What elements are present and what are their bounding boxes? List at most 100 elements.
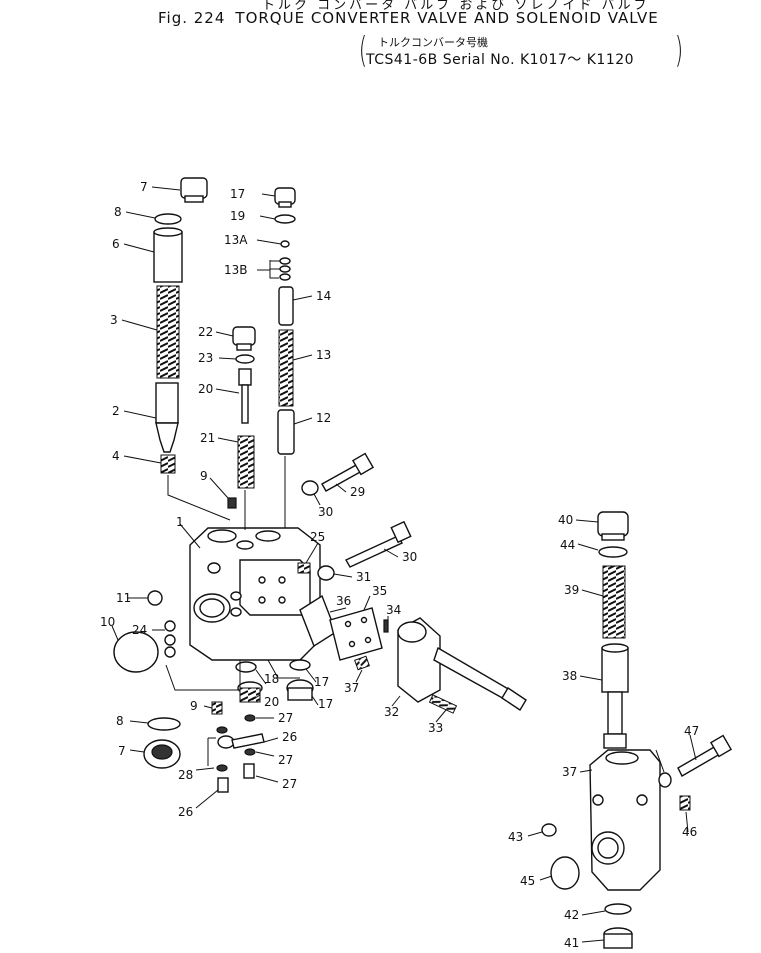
callout-42: 42: [564, 908, 579, 922]
part-10-o-ring: [113, 631, 159, 673]
callout-12: 12: [316, 411, 331, 425]
callout-31: 32: [384, 705, 399, 719]
part-29-bolt: [345, 520, 412, 568]
callout-35: 36: [336, 594, 351, 608]
callout-11: 11: [116, 591, 131, 605]
callout-23: 24: [132, 623, 147, 637]
callout-8-upper: 8: [114, 205, 122, 219]
part-3-spring: [156, 285, 180, 379]
callout-18: 20: [198, 382, 213, 396]
callout-33: 34: [386, 603, 401, 617]
callout-34: 35: [372, 584, 387, 598]
callout-17-top: 19: [230, 209, 245, 223]
part-30-washer-upper: [301, 480, 319, 496]
part-27-washer-b: [216, 764, 228, 772]
callout-2: 2: [112, 404, 120, 418]
part-6-plug: [180, 177, 208, 203]
callout-1: 1: [176, 515, 184, 529]
part-24-plug: [297, 562, 311, 574]
callout-17-left: 18: [264, 672, 279, 686]
serial-range: TCS41-6B Serial No. K1017～ K1120: [366, 52, 635, 68]
callout-13a: 13A: [224, 233, 248, 247]
part-7-plug: [143, 739, 181, 769]
part-31-solenoid: [397, 617, 527, 711]
callout-10: 10: [100, 615, 115, 629]
part-4-plug: [160, 454, 176, 474]
part-36-bolt: [354, 655, 370, 671]
part-13b-shims: [279, 257, 291, 281]
callout-14: 14: [316, 289, 331, 303]
part-42-o-ring: [604, 903, 632, 915]
callout-labels: 7 8 6 3 2 4 17 19 13A 13B 14 13 12 22 23…: [100, 180, 699, 950]
part-23-rings: [164, 620, 176, 658]
part-45-plug: [679, 795, 691, 811]
callout-4: 4: [112, 449, 120, 463]
part-9-plug-upper: [227, 497, 237, 509]
callout-30-lower: 31: [356, 570, 371, 584]
callout-13b: 13B: [224, 263, 248, 277]
callout-9-lower: 9: [190, 699, 198, 713]
part-33-pin: [383, 619, 389, 633]
part-15-plug: [274, 187, 296, 208]
callout-44-lower: 45: [520, 874, 535, 888]
callout-36: 37: [344, 681, 359, 695]
part-44-o-ring-upper: [598, 546, 628, 558]
part-2-valve-spool: [155, 382, 179, 453]
part-26-bolt-left: [217, 777, 229, 793]
part-20-plug: [237, 681, 263, 703]
part-18-pin: [238, 368, 252, 424]
right-parenthesis: ): [674, 30, 684, 71]
callout-20: 20: [264, 695, 279, 709]
part-8-o-ring-lower: [147, 717, 181, 731]
japanese-subtitle: トルクコンバータ号機: [378, 36, 488, 49]
part-5-sleeve: [153, 227, 183, 283]
part-1-valve-body: [189, 527, 321, 661]
figure-number: Fig. 224: [158, 9, 226, 27]
part-27-washer-a: [244, 714, 256, 722]
part-19-spring: [237, 435, 255, 489]
callout-39: 39: [564, 583, 579, 597]
figure-title-text: TORQUE CONVERTER VALVE AND SOLENOID VALV…: [235, 9, 659, 27]
part-16-plug: [286, 679, 314, 701]
part-40-plug: [597, 511, 629, 541]
callout-21: 22: [198, 325, 213, 339]
callout-26-left: 26: [178, 805, 193, 819]
callout-15: 17: [230, 187, 245, 201]
part-46-bolt: [677, 734, 733, 777]
part-17-ring-right: [289, 659, 311, 671]
callout-17-right: 17: [314, 675, 329, 689]
part-43-o-ring: [541, 823, 557, 837]
part-38-spool: [601, 643, 629, 749]
part-26-bolt-right: [243, 763, 255, 779]
part-27-washer-d: [216, 726, 228, 734]
part-28-bolt: [321, 452, 375, 492]
callout-22: 23: [198, 351, 213, 365]
part-32-bolt: [428, 694, 458, 714]
callout-16: 17: [318, 697, 333, 711]
left-parenthesis: (: [358, 30, 368, 71]
part-37-valve-body: [589, 749, 661, 891]
callout-8-lower: 8: [116, 714, 124, 728]
japanese-title: トルク コンバータ バルブ および ソレノイド バルブ: [262, 0, 650, 13]
part-12-piston: [277, 409, 295, 455]
part-17-ring-left: [235, 661, 257, 673]
callout-28: 29: [350, 485, 365, 499]
part-22-ring: [235, 354, 255, 364]
part-39-spring: [602, 565, 626, 639]
callout-13: 13: [316, 348, 331, 362]
callout-27-a: 27: [278, 711, 293, 725]
part-44-o-ring-lower: [550, 856, 580, 890]
part-21-plug: [232, 326, 256, 351]
callout-46: 47: [684, 724, 699, 738]
part-13a-ball: [280, 240, 290, 248]
part-17-ring-upper: [274, 214, 296, 224]
leader-lines: [111, 186, 697, 943]
callout-38: 38: [562, 669, 577, 683]
callout-30-upper: 30: [318, 505, 333, 519]
part-9-plug-lower: [211, 701, 223, 715]
callout-7: 7: [118, 744, 126, 758]
callout-27-b: 28: [178, 768, 193, 782]
part-11-o-ring: [147, 590, 163, 606]
part-27-washer-c: [244, 748, 256, 756]
